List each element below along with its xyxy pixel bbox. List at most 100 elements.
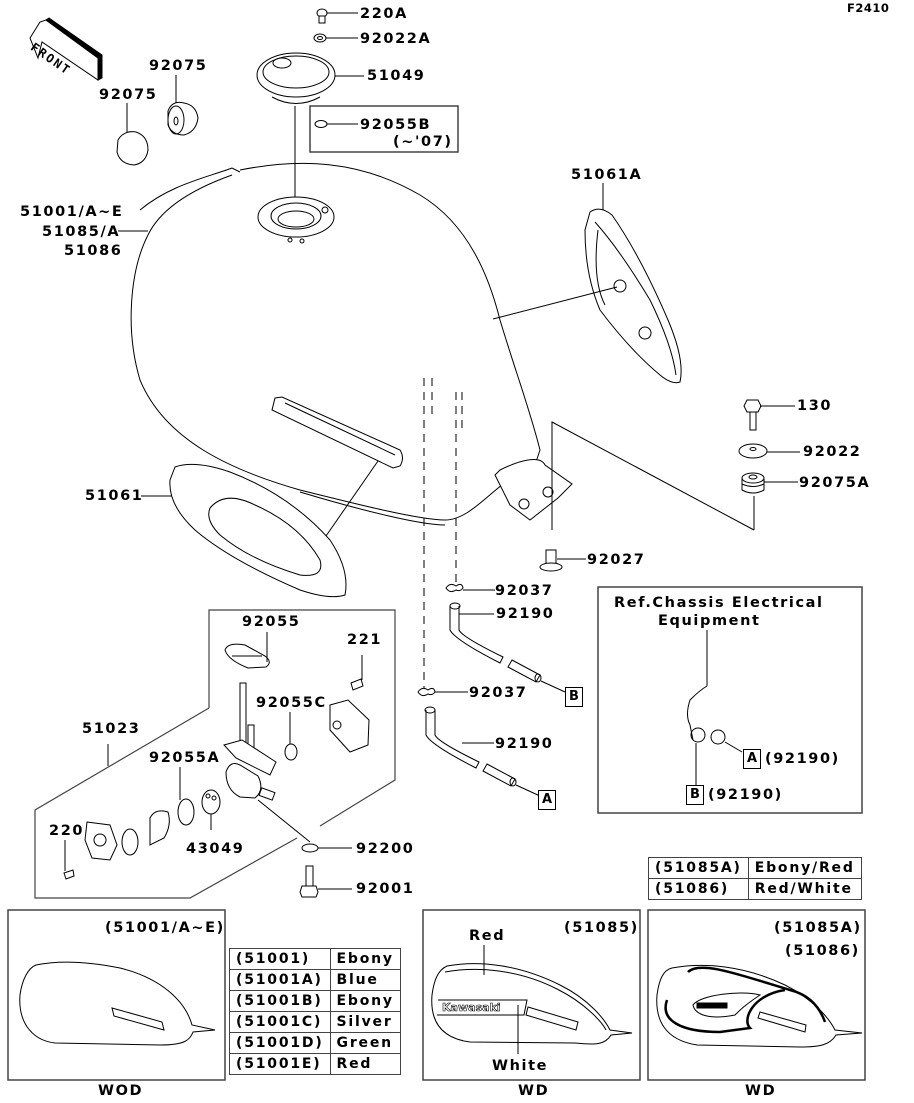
part-label-tank-3[interactable]: 51086 [64,243,123,259]
part-label-92075-lower[interactable]: 92075 [99,87,158,103]
vent-hose-route [424,378,462,690]
reference-tag-b-note: (92190) [708,787,783,803]
clip-92037-upper-icon [446,584,495,591]
part-label-92055B[interactable]: 92055B [360,117,432,133]
oring-92055B-icon [315,121,358,128]
reference-tag-b[interactable]: B [686,785,704,805]
variant-wod-part-ref: (51001/A~E) [105,920,225,936]
side-cover-51061-icon [141,461,378,597]
part-label-92037-lower[interactable]: 92037 [469,685,528,701]
part-label-tank-2[interactable]: 51085/A [42,224,121,240]
color-row: (51001A)Blue [229,969,401,991]
color-value: Green [329,1032,401,1054]
color-part: (51001D) [229,1032,331,1054]
color-value: Ebony [329,948,401,970]
color-part: (51085A) [648,857,749,879]
color-part: (51001C) [229,1011,331,1033]
color-value: Red/White [747,878,862,900]
color-value: Red [329,1053,401,1075]
screw-220A-icon [317,9,358,23]
clip-92037-lower-icon [418,688,468,695]
grommet-92075A-icon [552,422,798,530]
part-label-130[interactable]: 130 [797,398,833,414]
bolt-130-icon [744,400,795,430]
reference-title-line2: Equipment [658,613,761,629]
part-label-92022[interactable]: 92022 [803,444,862,460]
part-label-92037-upper[interactable]: 92037 [495,583,554,599]
color-part: (51001E) [229,1053,331,1075]
harness-clamp-icon [688,630,743,786]
color-value: Ebony [329,990,401,1012]
variant-51085-callout-white: White [492,1058,549,1074]
part-label-92200[interactable]: 92200 [356,841,415,857]
variant-51085A-part-ref-1: (51085A) [774,920,862,936]
color-row: (51001)Ebony [229,948,401,970]
part-label-221[interactable]: 221 [347,632,383,648]
part-label-51049[interactable]: 51049 [367,68,426,84]
grommet-92075-lower-icon [117,103,148,165]
color-row: (51086)Red/White [648,878,862,900]
color-row: (51001B)Ebony [229,990,401,1012]
variant-51085-caption: WD [518,1083,550,1099]
front-arrow-icon [30,18,102,80]
fuel-tap-51023-icon [64,632,369,897]
part-label-92190-lower[interactable]: 92190 [495,736,554,752]
figure-code: F2410 [847,1,890,15]
tank-51085-icon: Kawasaki [432,945,632,1054]
collar-92027-icon [540,550,586,571]
reference-tag-a[interactable]: A [743,749,761,769]
color-row: (51085A)Ebony/Red [648,857,862,879]
grommet-92075-upper-icon [168,75,198,135]
color-part: (51001) [229,948,331,970]
part-label-220A[interactable]: 220A [360,6,408,22]
washer-92022-icon [739,444,800,458]
part-label-92022A[interactable]: 92022A [360,31,432,47]
variant-box-51085 [423,910,640,1080]
part-label-220[interactable]: 220 [49,823,85,839]
color-row: (51001C)Silver [229,1011,401,1033]
tank-plain-icon [20,962,215,1045]
part-label-92075A[interactable]: 92075A [799,475,871,491]
fuel-tap-group-outline [209,610,395,826]
part-label-92027[interactable]: 92027 [587,552,646,568]
variant-51085-part-ref: (51085) [564,920,639,936]
color-part: (51001A) [229,969,331,991]
variant-box-51085A [648,910,865,1080]
color-value: Blue [329,969,401,991]
hose-92190-lower-icon [425,707,540,796]
variant-51085A-part-ref-2: (51086) [785,943,860,959]
variant-51085A-caption: WD [745,1083,777,1099]
part-label-51061A[interactable]: 51061A [571,167,643,183]
part-note-92055B: (~'07) [393,134,453,150]
part-label-92055[interactable]: 92055 [242,614,301,630]
variant-51085-callout-red: Red [469,928,506,944]
part-label-51023[interactable]: 51023 [82,721,141,737]
variant-box-wod [8,910,225,1080]
color-row: (51001E)Red [229,1053,401,1075]
color-table-51001: (51001)Ebony (51001A)Blue (51001B)Ebony … [229,948,401,1075]
reference-box [598,587,862,813]
color-part: (51001B) [229,990,331,1012]
part-label-92075-upper[interactable]: 92075 [149,58,208,74]
kawasaki-logo: Kawasaki [442,1001,501,1014]
part-label-92055A[interactable]: 92055A [149,750,221,766]
reference-title-line1: Ref.Chassis Electrical [614,595,824,611]
color-row: (51001D)Green [229,1032,401,1054]
variant-wod-caption: WOD [98,1083,144,1099]
color-value: Silver [329,1011,401,1033]
part-label-tank-1[interactable]: 51001/A~E [20,204,124,220]
tank-51085A-icon [657,965,862,1047]
washer-92022A-icon [314,34,358,42]
connector-tag-b[interactable]: B [565,687,583,707]
hose-92190-upper-icon [450,603,565,692]
part-label-92001[interactable]: 92001 [356,881,415,897]
fuel-tank-icon [131,163,572,525]
part-label-51061[interactable]: 51061 [85,488,144,504]
side-cover-51061A-icon [493,183,681,383]
color-part: (51086) [648,878,749,900]
part-label-92190-upper[interactable]: 92190 [496,606,555,622]
connector-tag-a[interactable]: A [538,790,556,810]
part-label-43049[interactable]: 43049 [186,841,245,857]
fuel-cap-51049-icon [257,53,364,215]
part-label-92055C[interactable]: 92055C [256,695,327,711]
